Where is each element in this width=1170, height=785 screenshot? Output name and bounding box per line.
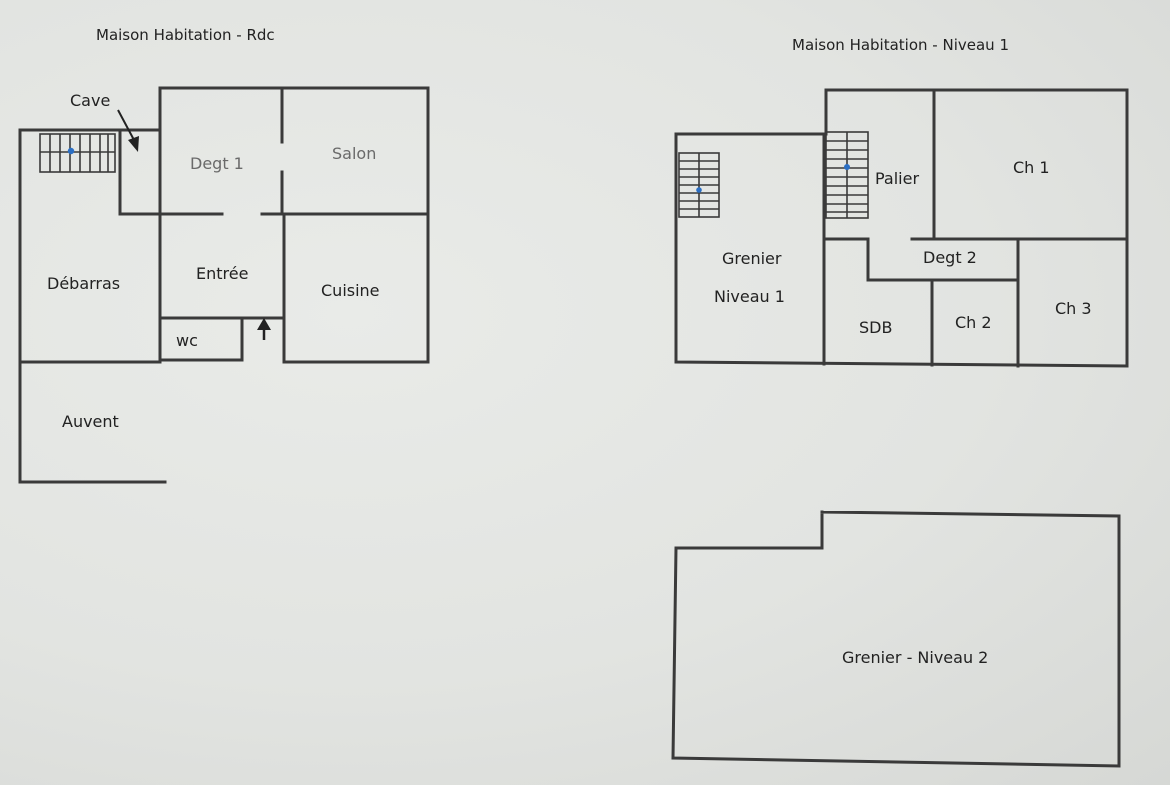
room-label-ch1: Ch 1 [1013,158,1050,177]
plan-niveau1: Maison Habitation - Niveau 1 [674,36,1129,368]
room-label-entree: Entrée [196,264,248,283]
wall [18,86,162,364]
room-label-degt1: Degt 1 [190,154,244,173]
room-label-ch2: Ch 2 [955,313,992,332]
room-label-grenier-n1-line2: Niveau 1 [714,287,785,306]
room-label-cuisine: Cuisine [321,281,380,300]
room-label-degt2: Degt 2 [923,248,977,267]
room-label-ch3: Ch 3 [1055,299,1092,318]
plan-title-rdc: Maison Habitation - Rdc [96,26,275,44]
wall [118,128,162,216]
stairs-palier [825,131,869,219]
wall [674,88,1129,368]
stairs-grenier [678,152,720,218]
plan-niveau2: Grenier - Niveau 2 [671,510,1121,768]
wall [866,237,1020,282]
entrance-arrow-icon [257,318,271,340]
room-label-grenier-n1-line1: Grenier [722,249,782,268]
room-label-wc: wc [176,331,198,350]
plan-rdc: Maison Habitation - Rdc [18,26,430,484]
stair-marker [696,187,702,193]
room-label-debarras: Débarras [47,274,120,293]
wall [158,86,430,364]
stair-marker [844,164,850,170]
room-label-sdb: SDB [859,318,892,337]
room-label-cave: Cave [70,91,110,110]
stairs-rdc [39,133,116,173]
room-label-salon: Salon [332,144,376,163]
cave-arrow-icon [117,109,139,152]
room-label-grenier-n2: Grenier - Niveau 2 [842,648,988,667]
plan-title-niveau1: Maison Habitation - Niveau 1 [792,36,1009,54]
room-label-palier: Palier [875,169,919,188]
wall [671,510,1121,768]
stair-marker [67,147,75,155]
room-label-auvent: Auvent [62,412,119,431]
